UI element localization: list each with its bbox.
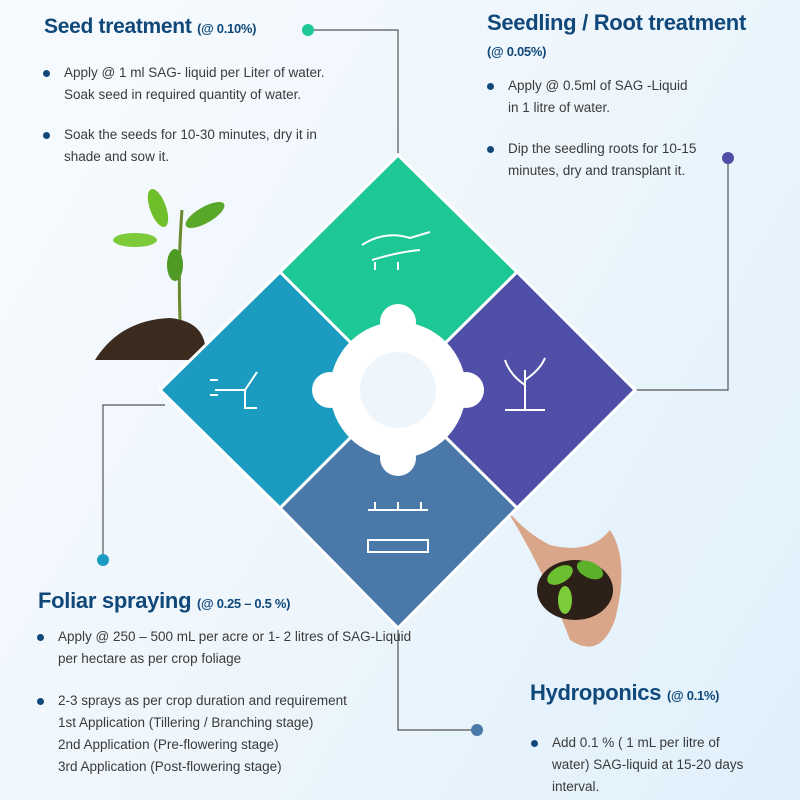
seedling-dot	[722, 152, 734, 164]
hydro-bullet: Add 0.1 % ( 1 mL per litre of water) SAG…	[528, 732, 753, 798]
hand-drop-icon	[361, 231, 431, 261]
hydroponics-icon	[367, 502, 429, 553]
hydro-dot	[471, 724, 483, 736]
foliar-bullet: Apply @ 250 – 500 mL per acre or 1- 2 li…	[34, 626, 414, 670]
plant-icon	[504, 357, 546, 411]
hands-plant-image	[500, 500, 622, 647]
seedling-bullet: Dip the seedling roots for 10-15 minutes…	[484, 138, 699, 182]
seed-title: Seed treatment (@ 0.10%)	[44, 15, 257, 38]
foliar-application: 3rd Application (Post-flowering stage)	[58, 759, 282, 774]
foliar-application: 2nd Application (Pre-flowering stage)	[58, 737, 279, 752]
foliar-title: Foliar spraying (@ 0.25 – 0.5 %)	[38, 588, 291, 613]
connector-lines	[102, 29, 729, 731]
seedling-plant-image	[95, 189, 225, 360]
seedling-rate: (@ 0.05%)	[487, 44, 547, 59]
seed-bullet: Soak the seeds for 10-30 minutes, dry it…	[40, 124, 350, 168]
foliar-dot	[97, 554, 109, 566]
spray-gun-icon	[210, 371, 258, 409]
foliar-application: 1st Application (Tillering / Branching s…	[58, 715, 314, 730]
foliar-bullet: 2-3 sprays as per crop duration and requ…	[34, 690, 414, 712]
drop-icon	[374, 262, 399, 270]
seed-bullet: Apply @ 1 ml SAG- liquid per Liter of wa…	[40, 62, 350, 106]
hydro-title: Hydroponics (@ 0.1%)	[530, 680, 720, 705]
seedling-title: Seedling / Root treatment	[487, 10, 746, 35]
seed-dot	[302, 24, 314, 36]
center-circle	[312, 304, 484, 476]
seedling-bullet: Apply @ 0.5ml of SAG -Liquid in 1 litre …	[484, 75, 699, 119]
